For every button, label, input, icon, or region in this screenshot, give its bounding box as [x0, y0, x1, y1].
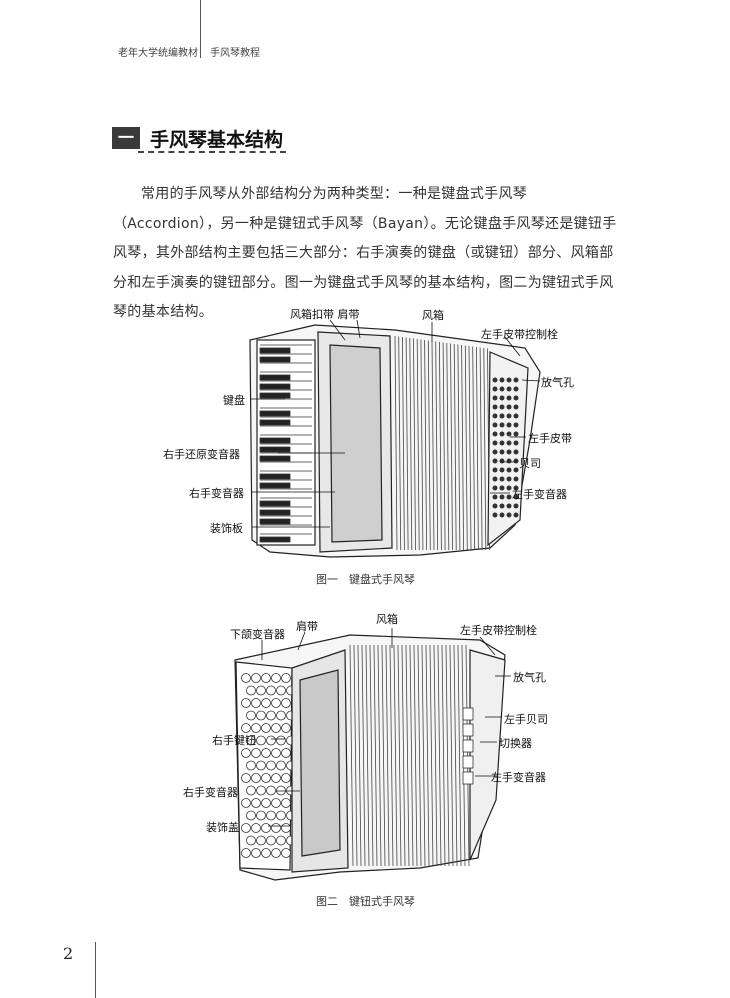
- label-air-button: 放气孔: [541, 376, 574, 389]
- label-left-strap-control-2: 左手皮带控制栓: [460, 624, 537, 637]
- label-air-button-2: 放气孔: [513, 671, 546, 684]
- label-shoulder-strap: 肩带: [296, 620, 318, 633]
- label-left-bass: 左手贝司: [504, 713, 548, 726]
- section-number-badge: 一: [112, 127, 140, 149]
- running-header-right: 手风琴教程: [210, 48, 260, 59]
- label-bellows-2: 风箱: [376, 613, 398, 626]
- label-bellows: 风箱: [422, 309, 444, 322]
- label-bellows-strap-shoulder: 风箱扣带 肩带: [290, 308, 360, 321]
- running-header-left: 老年大学统编教材: [118, 48, 198, 59]
- button-accordion-illustration: [234, 634, 506, 881]
- figure2-caption: 图二 键钮式手风琴: [316, 895, 415, 908]
- label-keyboard: 键盘: [223, 394, 245, 407]
- header-divider: [200, 0, 201, 58]
- label-right-buttons: 右手键钮: [212, 734, 256, 747]
- label-chin-switch: 下颌变音器: [230, 628, 285, 641]
- figure1-caption: 图一 键盘式手风琴: [316, 573, 415, 586]
- label-left-switch: 左手变音器: [512, 488, 567, 501]
- label-left-strap: 左手皮带: [528, 432, 572, 445]
- piano-accordion-illustration: [249, 324, 541, 558]
- label-grille-cover: 装饰盖: [206, 821, 239, 834]
- footer-divider: [95, 942, 96, 998]
- label-grille: 装饰板: [210, 522, 243, 535]
- label-converter: 切换器: [499, 737, 532, 750]
- section-title-underline: [138, 151, 286, 153]
- label-left-switch-2: 左手变音器: [491, 771, 546, 784]
- intro-paragraph: 常用的手风琴从外部结构分为两种类型：一种是键盘式手风琴（Accordion），另…: [113, 186, 617, 320]
- section-title: 手风琴基本结构: [150, 129, 284, 151]
- label-right-switch: 右手变音器: [189, 487, 244, 500]
- label-right-switch-2: 右手变音器: [183, 786, 238, 799]
- label-right-restore-switch: 右手还原变音器: [163, 448, 240, 461]
- label-left-strap-control: 左手皮带控制栓: [481, 328, 558, 341]
- page-number: 2: [63, 944, 74, 963]
- label-bass: 贝司: [519, 457, 541, 470]
